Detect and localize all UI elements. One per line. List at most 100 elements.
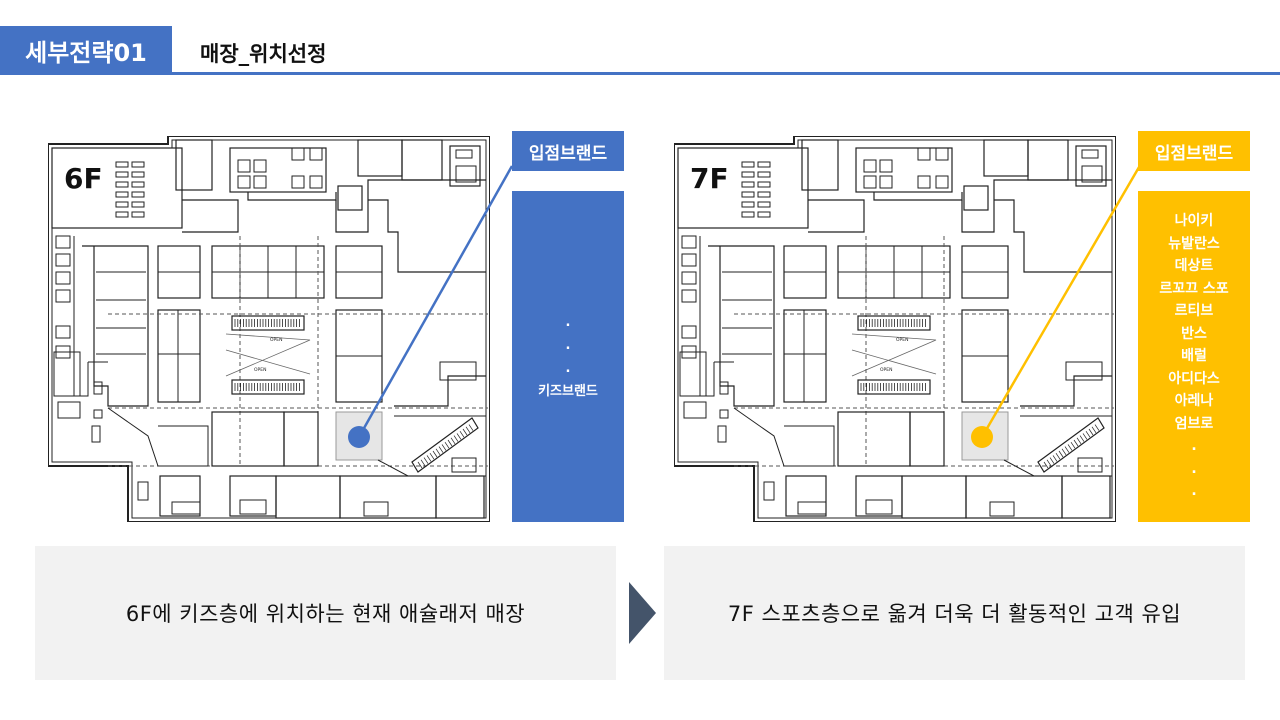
brand-list-6f: . . . 키즈브랜드 (512, 191, 624, 522)
escalator-step (1043, 461, 1049, 469)
store (783, 309, 827, 403)
store (708, 245, 775, 407)
fixture (253, 159, 267, 173)
fixture (137, 481, 149, 501)
room (901, 475, 967, 519)
vent (131, 181, 145, 188)
fixture (935, 175, 949, 189)
fixture (451, 457, 477, 473)
fixture (879, 175, 893, 189)
fixture (797, 501, 827, 515)
brand-tag-7f: 입점브랜드 (1138, 131, 1250, 171)
escalator-step (462, 428, 468, 436)
stall (55, 235, 71, 249)
room (357, 139, 403, 177)
escalator-step (1058, 450, 1064, 458)
vent (115, 201, 129, 208)
escalator-step (1070, 442, 1076, 449)
store (909, 411, 945, 467)
brand-tag-6f: 입점브랜드 (512, 131, 624, 171)
strategy-tab: 세부전략01 (0, 26, 172, 74)
room (229, 147, 327, 193)
vent (741, 181, 755, 188)
stall (681, 235, 697, 249)
brand-item: . (1191, 483, 1197, 500)
caption-new-location: 7F 스포츠층으로 옮겨 더욱 더 활동적인 고객 유입 (664, 546, 1245, 680)
escalator-void (225, 349, 311, 375)
room (785, 475, 827, 517)
room (435, 475, 485, 519)
room (401, 139, 443, 181)
escalator-step (1094, 424, 1100, 431)
room (53, 351, 81, 397)
escalator-label: OPEN (896, 337, 908, 343)
escalator-void (225, 333, 311, 377)
wall (808, 199, 865, 233)
wall (733, 407, 835, 467)
vent (757, 171, 771, 178)
stall (55, 271, 71, 285)
escalator-void (851, 333, 937, 377)
fixture (719, 409, 729, 419)
fixture (863, 159, 877, 173)
room (801, 139, 839, 191)
brand-item: . (1191, 438, 1197, 455)
wall (699, 236, 715, 397)
room (683, 401, 707, 419)
fixture (719, 381, 729, 395)
escalator-step (1064, 446, 1070, 453)
escalator-step (438, 446, 444, 453)
store (157, 309, 201, 403)
escalator-step (1073, 439, 1079, 447)
floor-label-7f: 7F (690, 162, 729, 195)
escalator-step (429, 453, 435, 460)
escalator (231, 379, 305, 395)
header-rule (0, 72, 1280, 75)
escalator-label: OPEN (254, 367, 266, 373)
vent (741, 171, 755, 178)
vent (757, 191, 771, 198)
room (337, 185, 363, 211)
fixture (237, 159, 251, 173)
escalator-step (447, 439, 453, 447)
brand-item: 반스 (1181, 325, 1207, 342)
service-block (677, 147, 809, 229)
escalator-step (1076, 437, 1082, 444)
escalator-step (1049, 457, 1055, 464)
vent (757, 201, 771, 208)
escalator-step (1046, 459, 1052, 466)
vent (131, 171, 145, 178)
brand-item: . (565, 337, 571, 353)
wall (335, 179, 486, 233)
wall (182, 199, 239, 233)
escalator-void (851, 349, 937, 375)
escalator-step (1091, 426, 1097, 433)
elevator (1065, 361, 1103, 381)
escalator-step (1055, 453, 1061, 460)
escalator-step (468, 424, 474, 431)
escalator-label: OPEN (270, 337, 282, 343)
caption-new-text: 7F 스포츠층으로 옮겨 더욱 더 활동적인 고객 유입 (727, 602, 1182, 626)
escalator-step (1082, 433, 1088, 440)
escalator-step (444, 442, 450, 449)
service-block (51, 147, 183, 229)
stall (681, 325, 697, 339)
escalator-step (465, 426, 471, 433)
fixture (863, 175, 877, 189)
brand-item: . (565, 360, 571, 376)
vent (115, 191, 129, 198)
vent (131, 211, 145, 218)
stall (55, 253, 71, 267)
vent (741, 211, 755, 218)
wall (73, 236, 89, 397)
fixture (253, 175, 267, 189)
fixture (237, 175, 251, 189)
brand-item: 키즈브랜드 (538, 383, 598, 399)
fixture (455, 149, 473, 159)
escalator-step (1085, 431, 1091, 438)
fixture (91, 425, 101, 443)
brand-item: . (565, 314, 571, 330)
escalator-step (459, 431, 465, 438)
